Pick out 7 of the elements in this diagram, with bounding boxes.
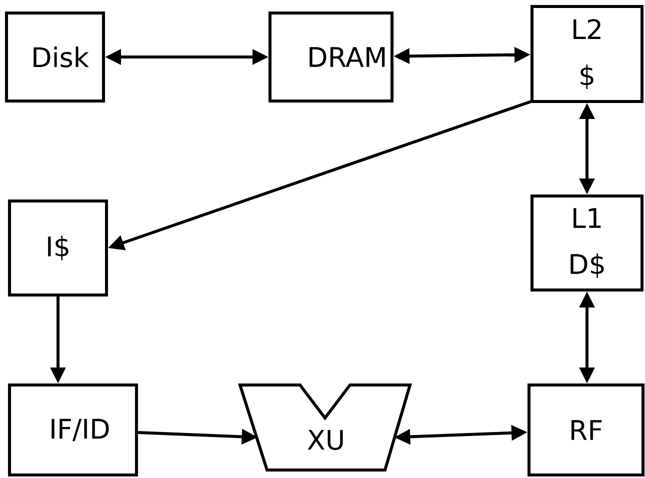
- block-box: L1 D$: [530, 194, 644, 292]
- block-box: Disk: [5, 12, 105, 102]
- block-box: L2 $: [530, 5, 644, 103]
- block-box: I$: [8, 200, 108, 296]
- block-box: RF: [528, 384, 644, 476]
- block-box: IF/ID: [8, 384, 138, 476]
- block-box: DRAM: [268, 12, 394, 102]
